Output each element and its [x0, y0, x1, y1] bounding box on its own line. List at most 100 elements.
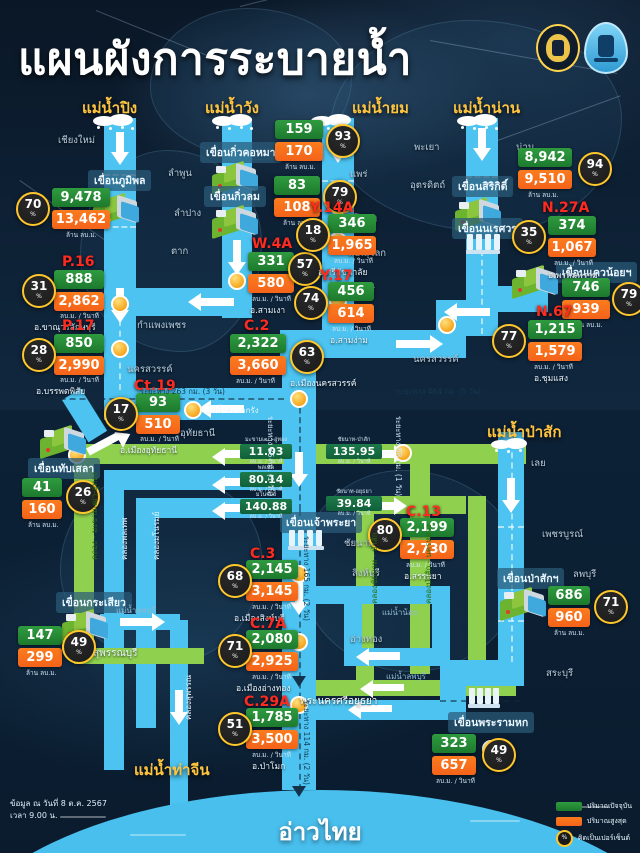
province-label-nan: น่าน — [516, 140, 534, 155]
flow-arrow-ping-out — [111, 310, 129, 323]
station-code-p16: P.16 — [62, 254, 95, 270]
barrage-label-chaophraya: เขื่อนเจ้าพระยา — [280, 512, 363, 533]
station-place-y17: อ.สามง่าม — [330, 336, 368, 346]
canal-flow-chainat-ayutthaya: ชัยนาท-อยุธยา 39.84 ลบ.ม. / วินาที — [326, 489, 382, 518]
station-unit-c29a: ลบ.ม. / วินาที — [252, 751, 291, 759]
station-percent-w4a: 57 % — [288, 252, 322, 286]
flow-arrow-to-ping-stem — [200, 298, 234, 306]
percent-symbol: % — [36, 293, 42, 300]
percent-value: 31 — [30, 279, 48, 293]
gulf-wave-3 — [470, 820, 520, 822]
distance-label-263km: ระยะทาง 263 กม. (3 วัน) — [140, 387, 225, 396]
barrage-label-naresuan: เขื่อนนเรศวร — [452, 218, 523, 239]
percent-symbol: % — [526, 239, 532, 246]
flow-arrow-ping-stem — [116, 132, 124, 154]
river-label-wang: แม่น้ำวัง — [205, 99, 259, 117]
percent-value: 79 — [331, 185, 349, 199]
province-label-phrae: แพร่ — [350, 169, 368, 180]
distance-label-86km: ระยะทาง 86 กม. (1 วัน) — [266, 416, 275, 497]
river-label-nan: แม่น้ำน่าน — [453, 99, 521, 117]
barrage-icon-chaophraya — [288, 530, 324, 552]
dam-label-kiewkhoma: เขื่อนกิ่วคอหมา — [200, 142, 282, 163]
dam-label-khwaenoi: เขื่อนแควน้อยฯ — [556, 262, 638, 283]
canal-flow-value: 39.84 — [326, 496, 382, 511]
percent-symbol: % — [80, 499, 86, 506]
flow-arrow-phonthep — [212, 476, 225, 494]
station-unit-c2: ลบ.ม. / วินาที — [236, 377, 275, 385]
dam-percent-kraseaw: 49 % — [62, 630, 96, 664]
dam-unit-kiewlom: ล้าน ลบ.ม. — [283, 219, 314, 227]
dam-unit-kiewkhoma: ล้าน ลบ.ม. — [285, 163, 316, 171]
dam-icon-khwaenoi — [512, 264, 558, 300]
dam-max-kiewlom: 108 — [274, 198, 320, 217]
section-line-ping-2 — [104, 226, 136, 228]
gulf-wave-1 — [60, 816, 106, 818]
canal-flow-value: 135.95 — [326, 444, 382, 459]
percent-symbol: % — [232, 731, 238, 738]
station-node-p17 — [111, 340, 129, 358]
flow-arrow-gulf-inflow — [292, 786, 306, 797]
flow-arrow-kraseaw — [152, 613, 165, 631]
percent-value: 70 — [24, 197, 42, 211]
percent-symbol: % — [496, 757, 502, 764]
station-unit-p17: ลบ.ม. / วินาที — [60, 376, 99, 384]
station-max-y17: 614 — [328, 304, 374, 323]
canal-label-suphan: คลองสุพรรณ — [184, 674, 193, 720]
legend-swatch-current — [555, 802, 582, 811]
province-label-lopburi: ลพบุรี — [573, 569, 597, 580]
province-label-chainat: ชัยนาท — [344, 538, 375, 549]
percent-symbol: % — [592, 171, 598, 178]
dam-current-pasakjolasid: 686 — [548, 586, 590, 605]
station-code-c29a: C.29A — [244, 694, 290, 710]
station-code-y17: Y.17 — [320, 268, 353, 284]
dam-max-kraseaw: 299 — [18, 648, 62, 667]
dam-percent-sirikit: 94 % — [578, 152, 612, 186]
station-unit-p16: ลบ.ม. / วินาที — [60, 312, 99, 320]
canal-flow-unit: ลบ.ม. / วินาที — [337, 511, 371, 517]
station-code-n27a: N.27A — [542, 200, 590, 216]
province-label-singburi: สิงห์บุรี — [352, 568, 380, 579]
canal-flow-chainat-pasak: ชัยนาท-ป่าสัก 135.95 ลบ.ม. / วินาที — [326, 437, 382, 466]
percent-value: 71 — [602, 595, 620, 609]
dam-unit-kraseaw: ล้าน ลบ.ม. — [26, 669, 57, 677]
distance-label-464km: ระยะทาง 464 กม. (5 วัน) — [396, 387, 481, 396]
station-unit-w4a: ลบ.ม. / วินาที — [252, 295, 291, 303]
canal-flow-name: ชัยนาท-อยุธยา — [336, 489, 372, 495]
dam-max-bhumibol: 13,462 — [52, 210, 110, 229]
station-place-n27a: อ.พรหมพิราม — [548, 271, 598, 281]
station-place-n67: อ.ชุมแสง — [534, 374, 568, 384]
percent-symbol: % — [337, 199, 343, 206]
station-percent-c7a: 71 % — [218, 634, 252, 668]
percent-symbol: % — [232, 653, 238, 660]
station-current-y14a: 346 — [328, 214, 376, 233]
flow-arrow-cpy-stem — [295, 452, 303, 476]
station-unit-y14a: ลบ.ม. / วินาที — [334, 257, 373, 265]
rid-department-logo — [584, 22, 628, 74]
flow-arrow-wang — [228, 262, 246, 275]
station-current-p17: 850 — [54, 334, 104, 353]
station-node-ct19 — [184, 401, 202, 419]
station-percent-y17: 74 % — [294, 286, 328, 320]
percent-value: 17 — [112, 402, 130, 416]
station-current-c29a: 1,785 — [246, 708, 298, 727]
province-label-chiangmai: เชียงใหม่ — [58, 135, 96, 146]
dam-unit-sirikit: ล้าน ลบ.ม. — [528, 191, 559, 199]
rain-cloud-ping — [91, 114, 149, 130]
percent-value: 57 — [296, 257, 314, 271]
percent-value: 71 — [226, 639, 244, 653]
percent-symbol: % — [36, 357, 42, 364]
canal-flow-unit: ลบ.ม. / วินาที — [337, 459, 371, 465]
canal-flow-value: 80.14 — [240, 472, 292, 487]
percent-value: 35 — [520, 225, 538, 239]
legend-row-current: ปริมาณปัจจุบัน — [555, 800, 632, 813]
river-label-sakaekrang: แม่น้ำสะแกกรัง — [206, 406, 259, 415]
dam-percent-tabsalao: 26 % — [66, 480, 100, 514]
station-percent-ct19: 17 % — [104, 397, 138, 431]
station-current-c3: 2,145 — [246, 560, 298, 579]
canal-pasak-right-v — [468, 496, 486, 686]
province-label-suphanburi: สุพรรณบุรี — [93, 648, 138, 659]
flow-arrow-kraseaw-stem — [120, 618, 152, 626]
station-current-c7a: 2,080 — [246, 630, 298, 649]
station-unit-c13: ลบ.ม. / วินาที — [406, 561, 445, 569]
station-percent-c13: 80 % — [368, 518, 402, 552]
